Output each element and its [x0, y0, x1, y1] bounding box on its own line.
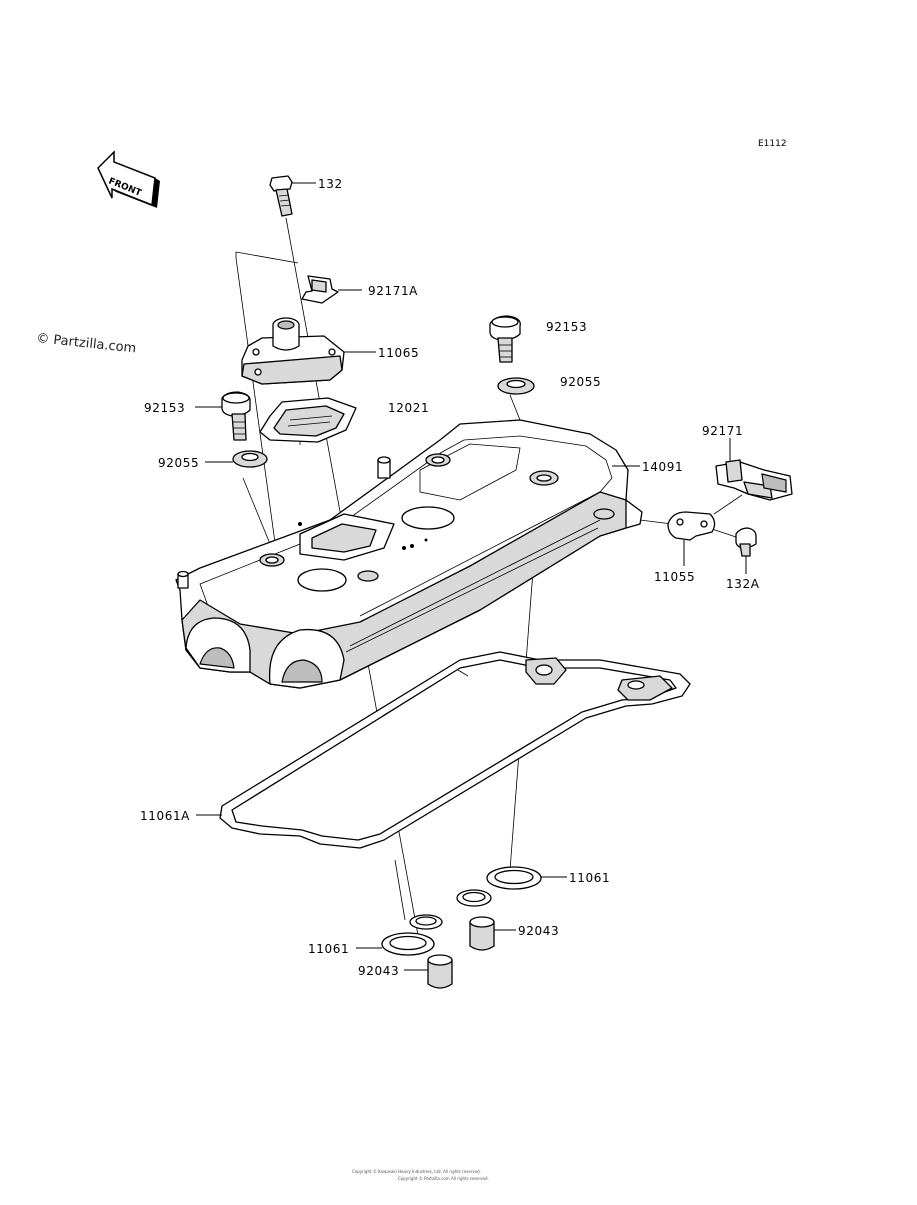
callout-92171: 92171: [702, 424, 743, 438]
callout-11061a: 11061A: [140, 809, 190, 823]
washer-92055-left-icon: [232, 450, 268, 468]
o-ring-11061-left-icon: [381, 914, 443, 956]
o-ring-11061-right-icon: [456, 866, 542, 907]
bracket-11055-icon: [667, 511, 716, 541]
callout-11061-left: 11061: [308, 942, 349, 956]
bolt-132a-icon: [735, 527, 757, 557]
clamp-92171-icon: [715, 459, 793, 501]
callout-11055: 11055: [654, 570, 695, 584]
callout-92043-left: 92043: [358, 964, 399, 978]
front-arrow-icon: FRONT: [97, 150, 160, 208]
callout-11065: 11065: [378, 346, 419, 360]
gasket-11061a-icon: [219, 651, 691, 849]
clip-92171a-icon: [301, 275, 339, 304]
callout-12021: 12021: [388, 401, 429, 415]
callout-14091: 14091: [642, 460, 683, 474]
callout-92153-right: 92153: [546, 320, 587, 334]
bolt-132-icon: [269, 175, 293, 217]
callout-labels: 132 92171A 11065 92153 92055 92153 12021…: [140, 177, 760, 978]
watermark: © Partzilla.com: [36, 331, 137, 356]
footer-copyright-2: Copyright © Partzilla.com All rights res…: [398, 1176, 489, 1181]
callout-92043-right: 92043: [518, 924, 559, 938]
footer-copyright-1: Copyright © Kawasaki Heavy Industries, L…: [352, 1169, 481, 1174]
head-cover-14091-icon: [175, 419, 643, 689]
callout-92055-left: 92055: [158, 456, 199, 470]
bolt-92153-left-icon: [221, 391, 251, 441]
callout-92171a: 92171A: [368, 284, 418, 298]
breather-cover-11065-icon: [241, 317, 345, 385]
callout-92153-left: 92153: [144, 401, 185, 415]
dowel-92043-left-icon: [427, 954, 453, 989]
washer-92055-right-icon: [497, 377, 535, 395]
plate-12021-icon: [259, 397, 357, 443]
callout-132: 132: [318, 177, 343, 191]
ref-code: E1112: [758, 139, 787, 149]
bolt-92153-right-icon: [489, 315, 521, 363]
callout-11061-right: 11061: [569, 871, 610, 885]
callout-132a: 132A: [726, 577, 760, 591]
dowel-92043-right-icon: [469, 916, 495, 951]
callout-92055-right: 92055: [560, 375, 601, 389]
